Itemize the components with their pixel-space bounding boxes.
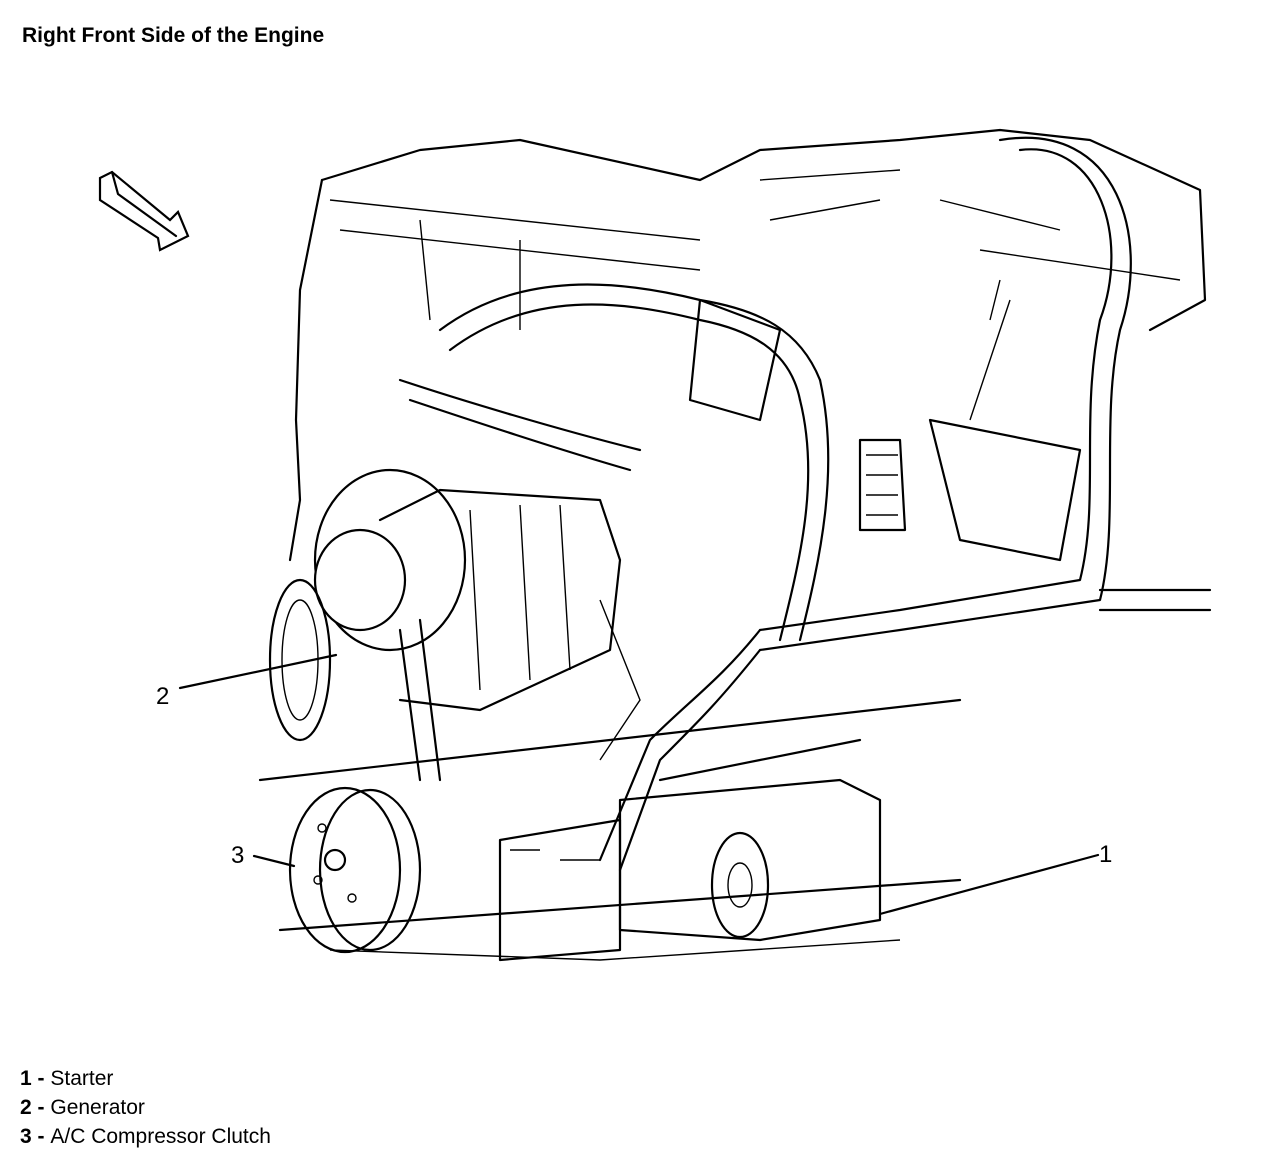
callout-3: 3 xyxy=(231,842,244,869)
callout-1: 1 xyxy=(1099,841,1112,868)
legend-item-starter: 1 - Starter xyxy=(20,1064,271,1093)
starter xyxy=(498,778,882,962)
ac-compressor-clutch xyxy=(288,786,422,954)
legend-item-ac-compressor-clutch: 3 - A/C Compressor Clutch xyxy=(20,1122,271,1151)
engine-block xyxy=(258,128,1207,961)
crankshaft-pulley xyxy=(268,578,332,742)
legend-text: A/C Compressor Clutch xyxy=(50,1125,271,1148)
legend-number: 3 xyxy=(20,1125,32,1148)
legend-text: Generator xyxy=(50,1096,145,1119)
legend-separator: - xyxy=(31,1096,51,1119)
wiring-harness xyxy=(398,136,1212,872)
legend-number: 1 xyxy=(20,1067,32,1090)
callout-2: 2 xyxy=(156,683,169,710)
legend-number: 2 xyxy=(20,1096,32,1119)
diagram-title: Right Front Side of the Engine xyxy=(22,24,325,47)
legend-item-generator: 2 - Generator xyxy=(20,1093,271,1122)
generator xyxy=(313,468,622,782)
legend: 1 - Starter 2 - Generator 3 - A/C Compre… xyxy=(20,1064,271,1151)
legend-text: Starter xyxy=(50,1067,114,1090)
callout-leaders xyxy=(178,653,1100,916)
legend-separator: - xyxy=(31,1125,51,1148)
legend-separator: - xyxy=(31,1067,51,1090)
direction-arrow-icon xyxy=(98,170,190,252)
